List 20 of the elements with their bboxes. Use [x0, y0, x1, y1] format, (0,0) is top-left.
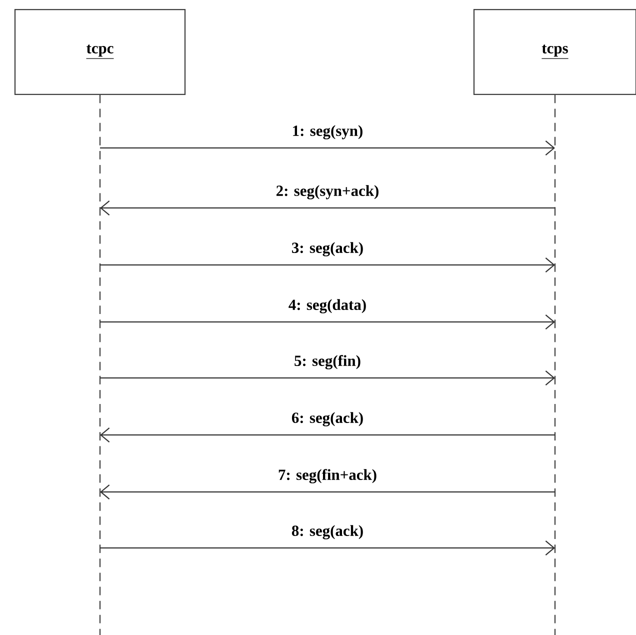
message-arrow	[100, 314, 555, 330]
message-label: 1: seg(syn)	[290, 124, 365, 141]
message-label: 7: seg(fin+ack)	[276, 468, 378, 485]
message-label: 4: seg(data)	[287, 298, 368, 315]
message-label: 8: seg(ack)	[290, 524, 365, 541]
message-arrow	[100, 428, 555, 442]
message-arrow	[100, 140, 555, 156]
object-box: tcps	[473, 8, 636, 96]
message-label: 5: seg(fin)	[292, 354, 362, 371]
message-arrow	[100, 540, 555, 556]
lifeline	[99, 94, 101, 635]
message-label: 6: seg(ack)	[290, 410, 365, 428]
message-label: 3: seg(ack)	[290, 240, 365, 258]
message-arrow	[100, 370, 555, 386]
message-arrow	[100, 484, 555, 500]
object-box: tcpc	[14, 8, 186, 96]
message-label: 2: seg(syn+ack)	[274, 184, 381, 201]
lifeline	[554, 94, 556, 635]
message-arrow	[100, 200, 555, 216]
message-arrow	[100, 258, 555, 272]
